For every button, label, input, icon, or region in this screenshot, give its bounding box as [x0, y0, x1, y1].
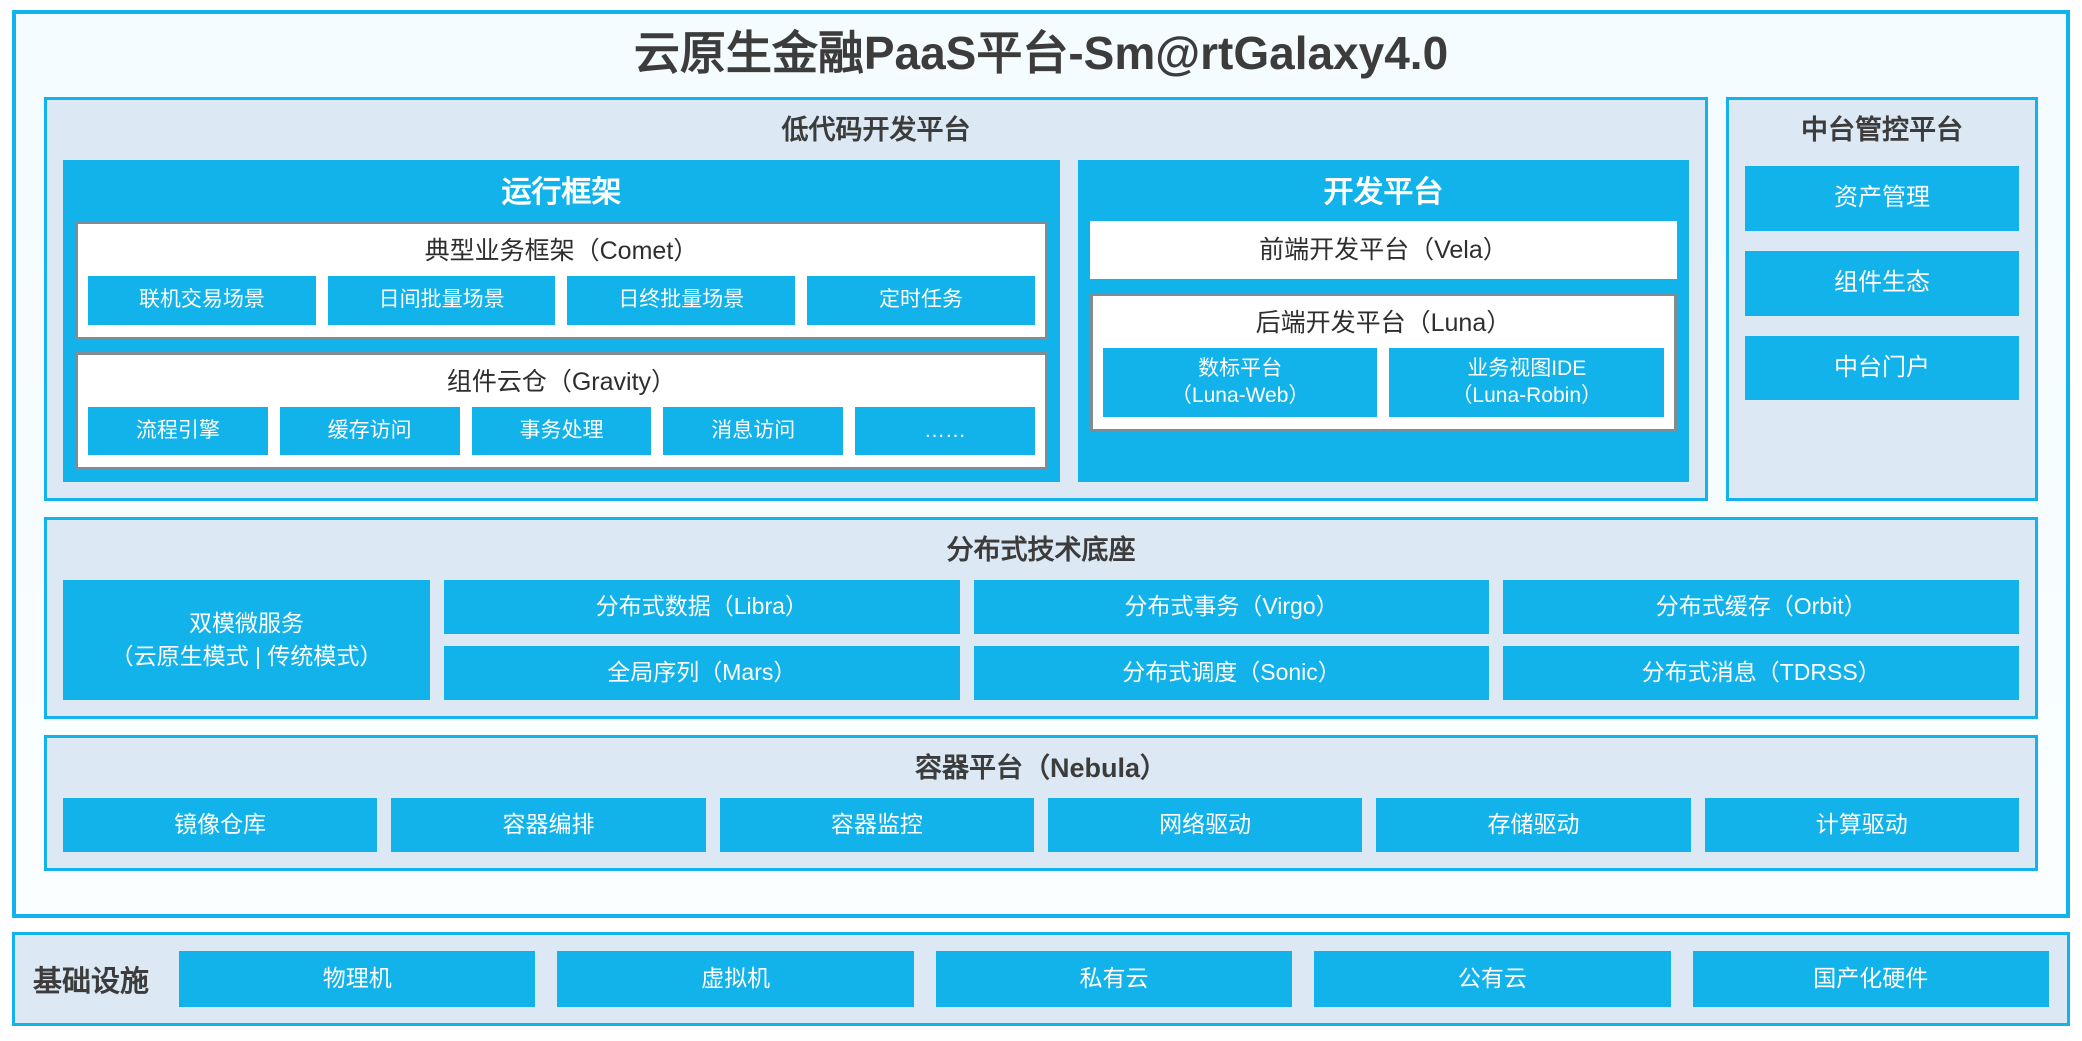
chip-cache-access[interactable]: 缓存访问 — [279, 406, 460, 455]
vela-frontend-title: 前端开发平台（Vela） — [1259, 236, 1508, 265]
vela-frontend-panel[interactable]: 前端开发平台（Vela） — [1089, 221, 1677, 280]
chip-process-engine[interactable]: 流程引擎 — [88, 406, 268, 455]
midoffice-item-component-ecosystem[interactable]: 组件生态 — [1745, 250, 2019, 316]
cell-distributed-transaction-virgo[interactable]: 分布式事务（Virgo） — [973, 580, 1490, 634]
distributed-column-3: 分布式缓存（Orbit） 分布式消息（TDRSS） — [1503, 580, 2020, 700]
chip-luna-web[interactable]: 数标平台 （Luna-Web） — [1102, 348, 1378, 417]
runtime-framework-block: 运行框架 典型业务框架（Comet） 联机交易场景 日间批量场景 日终批量场景 … — [63, 159, 1060, 482]
distributed-column-2: 分布式事务（Virgo） 分布式调度（Sonic） — [973, 580, 1490, 700]
development-platform-title: 开发平台 — [1323, 175, 1444, 209]
cell-compute-driver[interactable]: 计算驱动 — [1704, 797, 2019, 852]
platform-outer-card: 云原生金融PaaS平台-Sm@rtGalaxy4.0 低代码开发平台 运行框架 … — [12, 10, 2070, 918]
chip-more-ellipsis[interactable]: …… — [855, 406, 1035, 455]
cell-virtual-machine[interactable]: 虚拟机 — [557, 951, 914, 1007]
cell-distributed-data-libra[interactable]: 分布式数据（Libra） — [444, 580, 960, 634]
chip-online-transaction[interactable]: 联机交易场景 — [88, 276, 316, 325]
chip-luna-robin-line2: （Luna-Robin） — [1451, 383, 1603, 407]
cell-physical-machine[interactable]: 物理机 — [179, 951, 536, 1007]
gravity-panel-title: 组件云仓（Gravity） — [446, 367, 677, 396]
cell-global-sequence-mars[interactable]: 全局序列（Mars） — [444, 645, 960, 700]
cell-image-registry[interactable]: 镜像仓库 — [63, 797, 378, 852]
midoffice-platform-section: 中台管控平台 资产管理 组件生态 中台门户 — [1726, 96, 2038, 501]
gravity-panel: 组件云仓（Gravity） 流程引擎 缓存访问 事务处理 消息访问 …… — [75, 351, 1048, 470]
dual-mode-line2: （云原生模式 | 传统模式） — [110, 642, 383, 669]
chip-luna-web-line1: 数标平台 — [1198, 357, 1283, 381]
dual-mode-line1: 双模微服务 — [188, 609, 304, 636]
midoffice-platform-column: 中台管控平台 资产管理 组件生态 中台门户 — [1726, 96, 2038, 501]
midoffice-platform-title: 中台管控平台 — [1801, 114, 1963, 145]
cell-domestic-hardware[interactable]: 国产化硬件 — [1692, 951, 2049, 1007]
page-title: 云原生金融PaaS平台-Sm@rtGalaxy4.0 — [633, 27, 1449, 79]
lowcode-inner-row: 运行框架 典型业务框架（Comet） 联机交易场景 日间批量场景 日终批量场景 … — [63, 159, 1689, 482]
infrastructure-label: 基础设施 — [33, 966, 150, 998]
container-platform-title: 容器平台（Nebula） — [914, 752, 1168, 783]
distributed-columns: 分布式数据（Libra） 全局序列（Mars） 分布式事务（Virgo） 分布式… — [444, 580, 2020, 700]
cell-distributed-scheduling-sonic[interactable]: 分布式调度（Sonic） — [973, 645, 1490, 700]
gravity-chip-row: 流程引擎 缓存访问 事务处理 消息访问 …… — [88, 406, 1035, 455]
comet-panel: 典型业务框架（Comet） 联机交易场景 日间批量场景 日终批量场景 定时任务 — [75, 221, 1048, 340]
infrastructure-section: 基础设施 物理机 虚拟机 私有云 公有云 国产化硬件 — [12, 932, 2070, 1026]
cell-distributed-cache-orbit[interactable]: 分布式缓存（Orbit） — [1503, 580, 2020, 634]
cell-private-cloud[interactable]: 私有云 — [935, 951, 1293, 1007]
luna-backend-title: 后端开发平台（Luna） — [1255, 309, 1512, 338]
lowcode-platform-column: 低代码开发平台 运行框架 典型业务框架（Comet） 联机交易场景 日间批量场景 — [44, 96, 1708, 501]
comet-chip-row: 联机交易场景 日间批量场景 日终批量场景 定时任务 — [88, 276, 1035, 325]
container-platform-section: 容器平台（Nebula） 镜像仓库 容器编排 容器监控 网络驱动 存储驱动 计算… — [44, 734, 2038, 871]
container-platform-row: 镜像仓库 容器编排 容器监控 网络驱动 存储驱动 计算驱动 — [63, 797, 2019, 852]
top-row: 低代码开发平台 运行框架 典型业务框架（Comet） 联机交易场景 日间批量场景 — [44, 96, 2038, 501]
chip-luna-robin[interactable]: 业务视图IDE （Luna-Robin） — [1389, 348, 1665, 417]
chip-message-access[interactable]: 消息访问 — [663, 406, 844, 455]
distributed-foundation-body: 双模微服务 （云原生模式 | 传统模式） 分布式数据（Libra） 全局序列（M… — [63, 580, 2020, 700]
distributed-column-1: 分布式数据（Libra） 全局序列（Mars） — [444, 580, 960, 700]
chip-intraday-batch[interactable]: 日间批量场景 — [327, 276, 556, 325]
comet-panel-title: 典型业务框架（Comet） — [424, 237, 699, 266]
cell-container-orchestration[interactable]: 容器编排 — [391, 797, 706, 852]
cell-public-cloud[interactable]: 公有云 — [1314, 951, 1671, 1007]
chip-scheduled-task[interactable]: 定时任务 — [807, 276, 1035, 325]
chip-eod-batch[interactable]: 日终批量场景 — [567, 276, 796, 325]
midoffice-item-list: 资产管理 组件生态 中台门户 — [1745, 160, 2019, 401]
lowcode-platform-section: 低代码开发平台 运行框架 典型业务框架（Comet） 联机交易场景 日间批量场景 — [44, 96, 1708, 501]
cell-storage-driver[interactable]: 存储驱动 — [1376, 797, 1691, 852]
lowcode-platform-title: 低代码开发平台 — [781, 114, 971, 145]
chip-luna-robin-line1: 业务视图IDE — [1467, 357, 1587, 381]
luna-backend-panel: 后端开发平台（Luna） 数标平台 （Luna-Web） 业务视图IDE （Lu… — [1089, 293, 1677, 432]
cell-container-monitoring[interactable]: 容器监控 — [719, 797, 1034, 852]
chip-transaction-processing[interactable]: 事务处理 — [471, 406, 652, 455]
dual-mode-microservice-card[interactable]: 双模微服务 （云原生模式 | 传统模式） — [63, 580, 430, 700]
cell-network-driver[interactable]: 网络驱动 — [1047, 797, 1363, 852]
distributed-foundation-title: 分布式技术底座 — [946, 534, 1136, 565]
cell-distributed-message-tdrss[interactable]: 分布式消息（TDRSS） — [1503, 645, 2020, 700]
midoffice-item-asset-management[interactable]: 资产管理 — [1745, 165, 2019, 231]
distributed-foundation-section: 分布式技术底座 双模微服务 （云原生模式 | 传统模式） 分布式数据（Libra… — [44, 516, 2038, 719]
development-platform-block: 开发平台 前端开发平台（Vela） 后端开发平台（Luna） 数标平台 （Lun… — [1077, 159, 1689, 482]
luna-chip-row: 数标平台 （Luna-Web） 业务视图IDE （Luna-Robin） — [1102, 348, 1665, 417]
midoffice-item-portal[interactable]: 中台门户 — [1745, 335, 2019, 401]
runtime-framework-title: 运行框架 — [501, 175, 622, 209]
dual-mode-microservice-text: 双模微服务 （云原生模式 | 传统模式） — [111, 607, 383, 674]
chip-luna-web-line2: （Luna-Web） — [1170, 383, 1310, 407]
infrastructure-item-row: 物理机 虚拟机 私有云 公有云 国产化硬件 — [179, 951, 2049, 1007]
